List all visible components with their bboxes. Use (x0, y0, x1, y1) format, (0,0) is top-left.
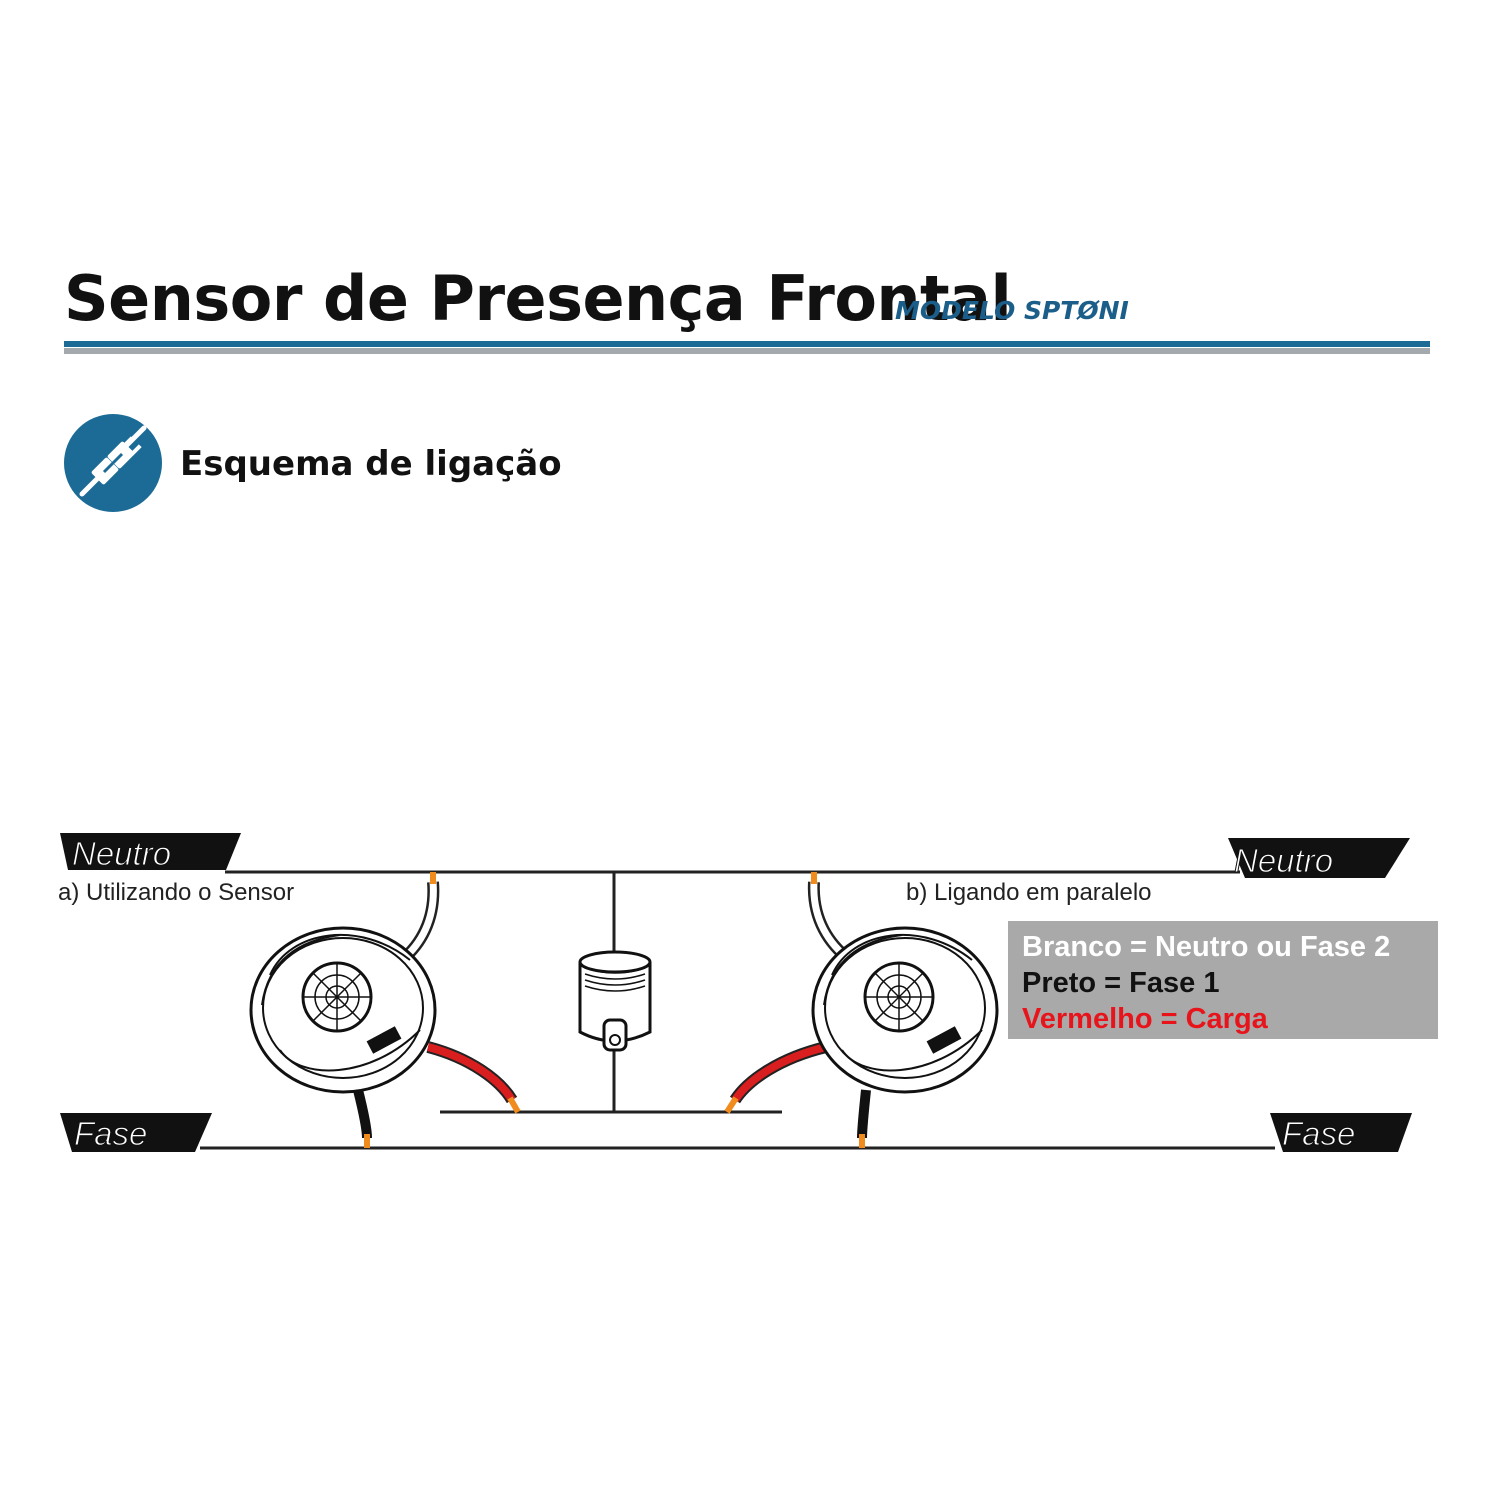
neutral-label-left: Neutro (72, 835, 171, 872)
phase-tag-left (60, 1113, 212, 1152)
neutral-tag-right (1228, 838, 1410, 878)
lamp-socket (578, 950, 652, 1052)
caption-a: a) Utilizando o Sensor (58, 879, 294, 906)
legend-black: Preto = Fase 1 (1022, 967, 1220, 999)
plug-connector-icon (64, 414, 162, 512)
neutral-label-right: Neutro (1234, 842, 1333, 879)
header-rule-grey (64, 348, 1430, 354)
phase-tag-right (1270, 1113, 1412, 1152)
phase-label-left: Fase (74, 1115, 147, 1152)
model-label: MODELO SPTØNI (895, 296, 1129, 325)
sensor-left (249, 872, 521, 1148)
page-title: Sensor de Presença Frontal (64, 262, 1012, 335)
wire-color-legend: Branco = Neutro ou Fase 2 Preto = Fase 1… (1008, 921, 1438, 1039)
legend-red: Vermelho = Carga (1022, 1003, 1268, 1035)
sensor-right (724, 872, 999, 1148)
phase-label-right: Fase (1282, 1115, 1355, 1152)
header-rule-blue (64, 341, 1430, 347)
caption-b: b) Ligando em paralelo (906, 879, 1152, 906)
section-title: Esquema de ligação (180, 444, 562, 484)
neutral-tag-left (60, 833, 241, 870)
legend-white: Branco = Neutro ou Fase 2 (1022, 931, 1391, 963)
